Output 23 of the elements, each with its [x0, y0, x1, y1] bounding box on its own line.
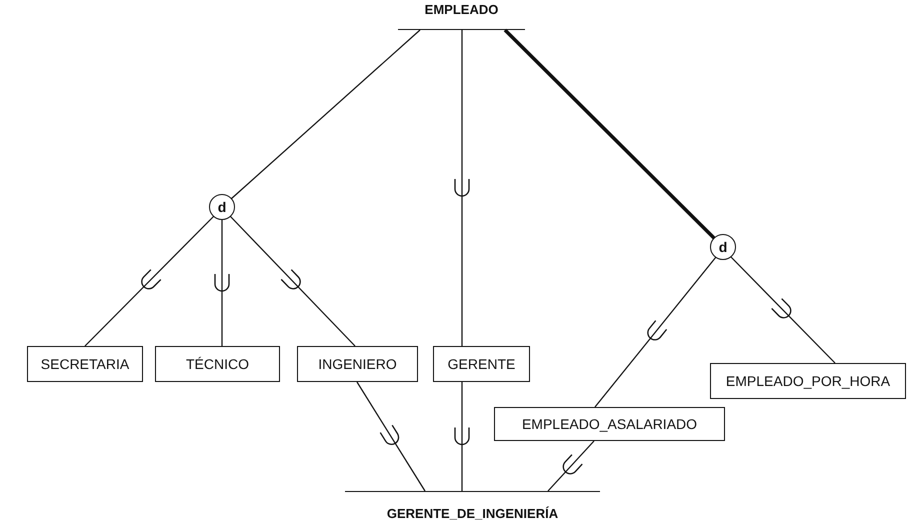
entity-box: EMPLEADO_POR_HORA: [710, 363, 906, 399]
entity-underline: [345, 491, 600, 521]
entity-box: EMPLEADO_ASALARIADO: [494, 407, 725, 441]
connector-line: [221, 220, 223, 346]
disjoint-circle: d: [710, 234, 736, 260]
entity-box: SECRETARIA: [27, 346, 143, 382]
entity-box: INGENIERO: [297, 346, 418, 382]
connector-line: [230, 30, 420, 200]
total-participation-line: [504, 28, 716, 240]
entity-box: TÉCNICO: [155, 346, 280, 382]
entity-underline: [398, 2, 525, 30]
connector-line: [461, 30, 463, 346]
connector-line: [230, 216, 356, 346]
connector-line: [594, 256, 716, 408]
disjoint-circle: d: [209, 194, 235, 220]
connector-line: [461, 382, 463, 491]
connector-line: [356, 382, 426, 492]
connector-line: [548, 440, 594, 492]
entity-box: GERENTE: [433, 346, 530, 382]
entity-name: GERENTE_DE_INGENIERÍA: [386, 506, 558, 521]
connector-line: [84, 216, 214, 346]
entity-name: EMPLEADO: [424, 2, 498, 17]
connector-line: [730, 256, 836, 364]
